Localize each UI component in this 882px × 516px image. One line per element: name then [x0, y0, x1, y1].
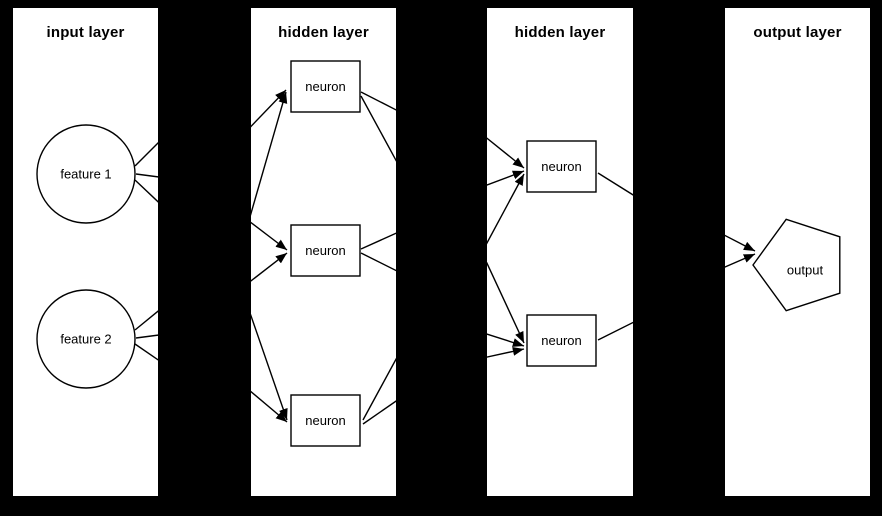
h2-neuron-2-label: neuron [541, 333, 581, 348]
feature-1-circle[interactable] [36, 124, 136, 224]
node-feature-1[interactable]: feature 1 [36, 124, 136, 224]
edge-group-h2n1-in [487, 137, 525, 245]
edge-group-h1n3-out [362, 357, 396, 425]
node-feature-2[interactable]: feature 2 [36, 289, 136, 389]
edge-out-h1n2-a [360, 232, 396, 250]
hidden-layer-2-title: hidden layer [514, 24, 606, 41]
edge-group-h1n1-out [360, 91, 396, 162]
h1-neuron-1-label: neuron [305, 79, 345, 94]
hidden-layer-1-canvas: neuron neuron neuron [251, 60, 396, 447]
output-label: output [787, 262, 824, 277]
node-h1-neuron-1[interactable]: neuron [290, 60, 361, 113]
edge-group-feature2-out [134, 310, 158, 361]
edge-out-h1n1-b [360, 95, 396, 162]
edge-in-h1n3-a [251, 313, 288, 421]
node-h1-neuron-2[interactable]: neuron [290, 224, 361, 277]
edge-in-h1n1-a [251, 89, 287, 128]
hidden-layer-1-panel: hidden layer [251, 8, 396, 496]
edge-out-h2n2 [597, 321, 633, 341]
edge-in-h2n2-a [487, 261, 525, 344]
edge-in-h2n1-c [487, 173, 525, 245]
edge-in-h1n1-b [251, 91, 288, 216]
feature-2-label: feature 2 [60, 331, 111, 346]
edge-feature1-to-h1n3 [134, 179, 158, 203]
edge-group-feature1-out [134, 142, 158, 203]
edge-feature2-to-h1n1 [134, 310, 158, 331]
h1-neuron-2-label: neuron [305, 243, 345, 258]
edge-in-h2n1-a [487, 137, 525, 169]
h1-neuron-3-label: neuron [305, 413, 345, 428]
edge-group-h2n2-in [487, 261, 525, 358]
feature-2-circle[interactable] [36, 289, 136, 389]
edge-in-h2n2-c [487, 347, 525, 358]
edge-in-output-b [725, 253, 756, 268]
edge-in-h2n1-b [487, 170, 525, 186]
input-layer-title: input layer [46, 24, 125, 41]
h1-neuron-2-box[interactable] [290, 224, 361, 277]
hidden-layer-2-panel: hidden layer [487, 8, 633, 496]
edge-group-h2n2-out [597, 321, 633, 341]
feature-1-label: feature 1 [60, 166, 111, 181]
edge-out-h1n3-a [362, 357, 396, 421]
h1-neuron-1-box[interactable] [290, 60, 361, 113]
output-layer-canvas: output [725, 218, 841, 312]
edge-in-h2n2-b [487, 333, 525, 347]
input-layer-canvas: feature 1 feature 2 [36, 124, 158, 389]
input-layer-panel: input layer feature 1 [13, 8, 158, 496]
edge-group-h1n3-in [251, 313, 288, 423]
edge-group-output-in [725, 234, 756, 268]
edge-out-h2n1 [597, 172, 633, 196]
edge-in-h1n2-a [251, 221, 288, 251]
edge-group-h1n2-in [251, 221, 288, 282]
edge-group-h1n2-out [360, 232, 396, 272]
h2-neuron-1-box[interactable] [526, 140, 597, 193]
edge-feature1-to-h1n1 [134, 142, 158, 167]
edge-group-h1n1-in [251, 89, 288, 216]
edge-in-h1n3-b [251, 390, 288, 423]
h1-neuron-3-box[interactable] [290, 394, 361, 447]
edge-group-h2n1-out [597, 172, 633, 196]
edge-feature2-to-h1n2 [135, 334, 158, 339]
node-h1-neuron-3[interactable]: neuron [290, 394, 361, 447]
h2-neuron-2-box[interactable] [526, 314, 597, 367]
edge-out-h1n2-b [360, 252, 396, 272]
edge-in-h1n2-b [251, 252, 288, 282]
node-output[interactable]: output [752, 218, 841, 312]
node-h2-neuron-2[interactable]: neuron [526, 314, 597, 367]
output-layer-panel: output layer output [725, 8, 870, 496]
edge-feature1-to-h1n2 [135, 173, 158, 178]
output-layer-title: output layer [753, 24, 842, 41]
hidden-layer-1-title: hidden layer [278, 24, 369, 41]
hidden-layer-2-canvas: neuron neuron [487, 137, 633, 367]
edge-out-h1n3-b [362, 400, 396, 425]
edge-out-h1n1-a [360, 91, 396, 111]
output-pentagon[interactable] [752, 218, 841, 312]
edge-in-output-a [725, 234, 756, 252]
edge-feature2-to-h1n3 [134, 343, 158, 361]
h2-neuron-1-label: neuron [541, 159, 581, 174]
node-h2-neuron-1[interactable]: neuron [526, 140, 597, 193]
